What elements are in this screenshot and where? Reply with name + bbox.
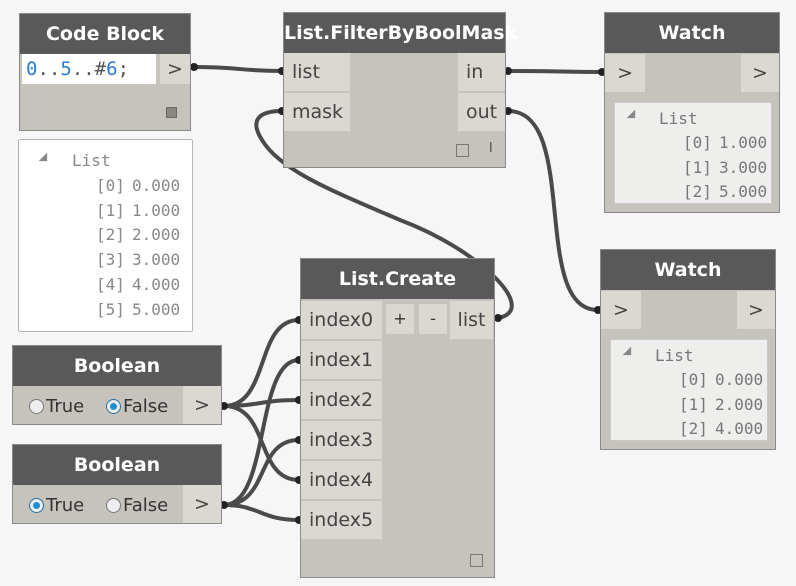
list-value: 0.000 [715,370,764,389]
watch1-list: List [0] 1.000 [1] 3.000 [2] 5.000 [614,102,772,204]
bool1-output-port[interactable]: > [183,386,221,424]
wire-bool2-index1 [223,358,300,507]
list-create-output-port[interactable]: list [450,301,493,339]
filter-output-out[interactable]: out [458,93,505,131]
bool1-true-label[interactable]: True [46,396,85,417]
list-value: 3.000 [132,250,181,270]
list-index: [2] [679,419,708,439]
wire-bool2-index5 [223,503,300,522]
collapse-triangle-icon[interactable] [626,109,640,123]
list-index: [2] [96,225,125,245]
watch2-list: List [0] 0.000 [1] 2.000 [2] 4.000 [610,339,768,441]
list-index: [1] [96,200,125,220]
code-number: 5 [60,58,72,80]
wire-out-to-watch2 [507,109,599,312]
bool2-output-port[interactable]: > [183,485,221,523]
code-block-node[interactable]: Code Block 0..5..#6; > [19,13,191,131]
list-index: [0] [679,370,708,389]
list-create-input-index5[interactable]: index5 [301,501,382,539]
filter-node-title: List.FilterByBoolMask [284,13,517,53]
preview-toggle-icon[interactable] [456,144,469,157]
list-value: 4.000 [132,274,181,294]
watch1-output-port[interactable]: > [741,54,779,92]
filter-input-list[interactable]: list [284,53,350,91]
list-create-input-index3[interactable]: index3 [301,421,382,459]
watch-node-1[interactable]: Watch > > List [0] 1.000 [1] 3.000 [2] 5.000 [604,12,780,213]
list-index: [2] [683,182,712,202]
bool1-true-radio[interactable] [29,399,44,414]
code-range-op: .. [37,58,61,80]
list-value: 2.000 [132,225,181,245]
list-value: 0.000 [132,176,181,195]
wire-bool2-index3 [223,438,300,507]
bool2-true-radio[interactable] [29,498,44,513]
list-create-input-index1[interactable]: index1 [301,341,382,379]
boolean-node-1[interactable]: Boolean True False > [12,345,222,425]
watch1-title: Watch [605,13,779,53]
list-value: 1.000 [132,200,181,220]
list-index: [4] [96,274,125,294]
list-index: [3] [96,250,125,270]
list-value: 2.000 [715,394,764,414]
list-create-input-index0[interactable]: index0 [301,301,382,339]
lacing-indicator: l [489,141,493,156]
code-count-op: ..# [71,58,107,80]
preview-toggle-icon[interactable] [166,107,177,118]
list-value: 5.000 [132,299,181,319]
code-number: 0 [26,58,38,80]
code-block-editor[interactable]: 0..5..#6; [22,54,156,84]
collapse-triangle-icon[interactable] [622,346,636,360]
list-create-input-index2[interactable]: index2 [301,381,382,419]
list-create-title: List.Create [301,259,494,299]
list-index: [1] [683,157,712,177]
watch1-list-title: List [659,109,698,128]
watch2-list-title: List [655,346,694,365]
watch2-output-port[interactable]: > [737,291,775,329]
collapse-triangle-icon[interactable] [38,152,52,166]
list-value: 1.000 [719,133,768,152]
watch1-input-port[interactable]: > [605,54,645,92]
code-block-preview: List [0] 0.000 [1] 1.000 [2] 2.000 [3] 3.000 [4]… [18,139,193,332]
watch2-input-port[interactable]: > [601,291,641,329]
watch-node-2[interactable]: Watch > > List [0] 0.000 [1] 2.000 [2] 4.000 [600,249,776,450]
bool1-false-label[interactable]: False [123,396,169,417]
list-value: 4.000 [715,419,764,439]
bool1-false-radio[interactable] [106,399,121,414]
list-value: 3.000 [719,157,768,177]
code-block-title: Code Block [20,14,190,54]
filter-output-in[interactable]: in [458,53,505,91]
boolean2-title: Boolean [13,445,221,485]
remove-input-button[interactable]: - [419,304,447,334]
bool2-false-radio[interactable] [106,498,121,513]
preview-list-title: List [72,151,111,170]
list-index: [0] [96,176,125,195]
boolean1-title: Boolean [13,346,221,386]
wire-codeblock-to-list [193,65,283,73]
boolean-node-2[interactable]: Boolean True False > [12,444,222,524]
preview-toggle-icon[interactable] [470,554,483,567]
list-value: 5.000 [719,182,768,202]
list-index: [1] [679,394,708,414]
wire-bool1-index4 [223,404,300,482]
wire-bool1-index0 [223,318,300,408]
list-create-input-index4[interactable]: index4 [301,461,382,499]
bool2-true-label[interactable]: True [46,495,85,516]
bool2-false-label[interactable]: False [123,495,169,516]
filter-by-bool-mask-node[interactable]: List.FilterByBoolMask list mask in out l [283,12,517,168]
code-block-output-port[interactable]: > [160,54,190,84]
code-semicolon: ; [117,58,130,80]
list-index: [0] [683,133,712,152]
add-input-button[interactable]: + [386,304,414,334]
wire-create-list-to-mask [254,109,514,320]
watch2-title: Watch [601,250,775,290]
code-number: 6 [106,58,118,80]
filter-input-mask[interactable]: mask [284,93,350,131]
list-index: [5] [96,299,125,319]
wire-in-to-watch1 [507,69,603,74]
